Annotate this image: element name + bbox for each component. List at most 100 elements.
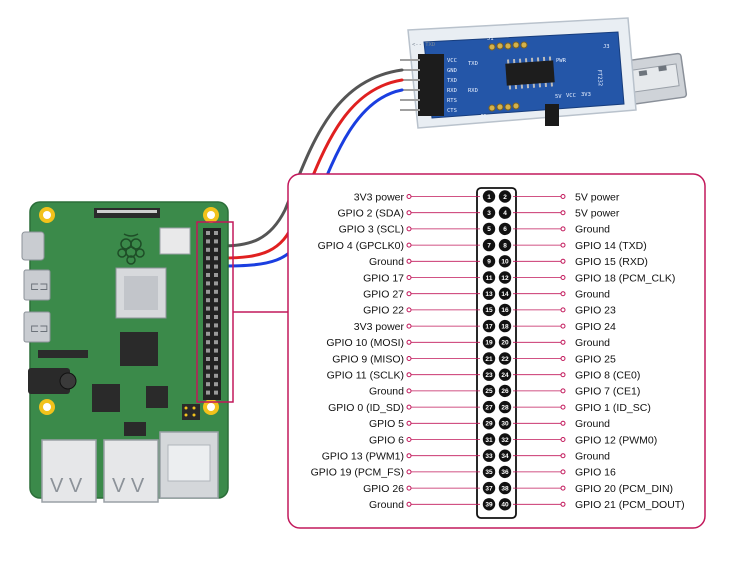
pi-header-pin <box>214 331 218 336</box>
pin-number: 9 <box>487 259 491 266</box>
pin-number: 32 <box>501 437 509 444</box>
pi-header-pin <box>206 256 210 261</box>
right-lead-dot <box>560 242 566 248</box>
pin-number: 23 <box>485 372 493 379</box>
pin-number: 30 <box>501 421 509 428</box>
pin-number: 14 <box>501 291 509 298</box>
right-lead-dot <box>560 339 566 345</box>
pin-circle <box>498 222 512 236</box>
right-lead-dot <box>560 388 566 394</box>
pin-number: 25 <box>485 388 493 395</box>
pi-header-pin <box>214 323 218 328</box>
pi-header-pin <box>206 264 210 269</box>
right-lead-dot <box>560 226 566 232</box>
right-lead-dot <box>560 258 566 264</box>
pin-circle <box>498 449 512 462</box>
pi-header-pin <box>214 281 218 286</box>
left-lead-dot <box>406 275 412 280</box>
pi-header-pin <box>206 365 210 370</box>
pin-number: 15 <box>485 307 493 314</box>
svg-text:V V: V V <box>112 475 145 497</box>
svg-text:⊏⊐: ⊏⊐ <box>30 281 48 293</box>
pi-header-pin <box>206 357 210 361</box>
pi-header-pin <box>206 331 210 336</box>
pin-number: 18 <box>501 323 509 330</box>
right-lead-dot <box>560 420 566 426</box>
pin-circle <box>482 319 496 333</box>
pi-header-pin <box>214 247 218 252</box>
pin-number: 16 <box>501 307 509 314</box>
pi-header-pin <box>214 348 218 353</box>
pin-circle <box>482 190 496 203</box>
right-lead-dot <box>560 194 566 199</box>
right-lead-dot <box>560 501 566 507</box>
pin-circle <box>482 287 496 300</box>
pi-header-pin <box>206 273 210 277</box>
right-pin-label: Ground <box>575 289 610 301</box>
pi-header-pin <box>214 256 218 261</box>
right-pin-label: Ground <box>575 418 610 430</box>
pi-header-pin <box>214 390 218 395</box>
left-lead-dot <box>406 323 412 329</box>
pin-number: 7 <box>487 242 491 249</box>
right-pin-label: GPIO 20 (PCM_DIN) <box>575 483 673 495</box>
pi-header-pin <box>214 231 218 235</box>
right-pin-label: GPIO 12 (PWM0) <box>575 434 657 446</box>
silk-label: TXD <box>468 61 478 67</box>
pin-number: 38 <box>501 485 509 492</box>
pin-circle <box>498 465 512 479</box>
silk-label: J1 <box>487 36 494 42</box>
pi-header-pin <box>206 306 210 311</box>
voltage-jumper <box>545 104 559 126</box>
pi-header-pin <box>206 323 210 328</box>
left-pin-label: GPIO 6 <box>369 434 404 446</box>
pin-circle <box>482 400 496 414</box>
raspberry-pi-board: ⊏⊐ ⊏⊐ V V V <box>21 201 288 503</box>
left-pin-label: GPIO 22 <box>363 305 404 317</box>
pin-number: 34 <box>501 453 509 460</box>
pin-row: GPIO 6 31 32 GPIO 12 (PWM0) <box>369 433 657 446</box>
wifi-module <box>159 227 191 255</box>
mounting-holes <box>39 207 219 415</box>
right-lead-dot <box>560 485 566 491</box>
pin-number: 36 <box>501 469 509 476</box>
pi-header-pin <box>214 298 218 303</box>
pin-circle <box>498 481 512 495</box>
pin-number: 6 <box>503 226 507 233</box>
pi-header-pin <box>206 239 210 244</box>
left-lead-dot <box>406 242 412 248</box>
pin-number: 22 <box>501 356 509 363</box>
right-pin-label: GPIO 24 <box>575 321 616 333</box>
ethernet-chip <box>146 386 168 408</box>
pin-circle <box>482 255 496 268</box>
silk-label: 3V3 <box>581 92 591 98</box>
pi-header-pin <box>214 264 218 269</box>
chip-name-label: FT232 <box>596 69 603 86</box>
left-pin-label: Ground <box>369 256 404 268</box>
pin-circle <box>482 465 496 479</box>
usb-serial-adapter: VCC GND TXD RXD RTS CTS FT232 5V VCC 3V3… <box>400 17 688 129</box>
pi-header-pin <box>206 231 210 235</box>
pi-header-pin <box>206 247 210 252</box>
pin-number: 40 <box>501 502 509 509</box>
right-pin-label: GPIO 7 (CE1) <box>575 386 640 398</box>
adapter-pin-label: RTS <box>447 98 457 104</box>
pi-header-pin <box>206 298 210 303</box>
right-pin-label: Ground <box>575 451 610 463</box>
pi-header-pin <box>206 373 210 378</box>
left-pin-label: 3V3 power <box>354 321 405 333</box>
left-lead-dot <box>406 372 412 378</box>
right-lead-dot <box>560 291 566 297</box>
pi-header-pin <box>214 273 218 277</box>
case-label: <-- TXD <box>412 42 435 48</box>
pin-circle <box>498 287 512 300</box>
camera-connector <box>38 350 88 358</box>
pin-number: 31 <box>485 437 493 444</box>
